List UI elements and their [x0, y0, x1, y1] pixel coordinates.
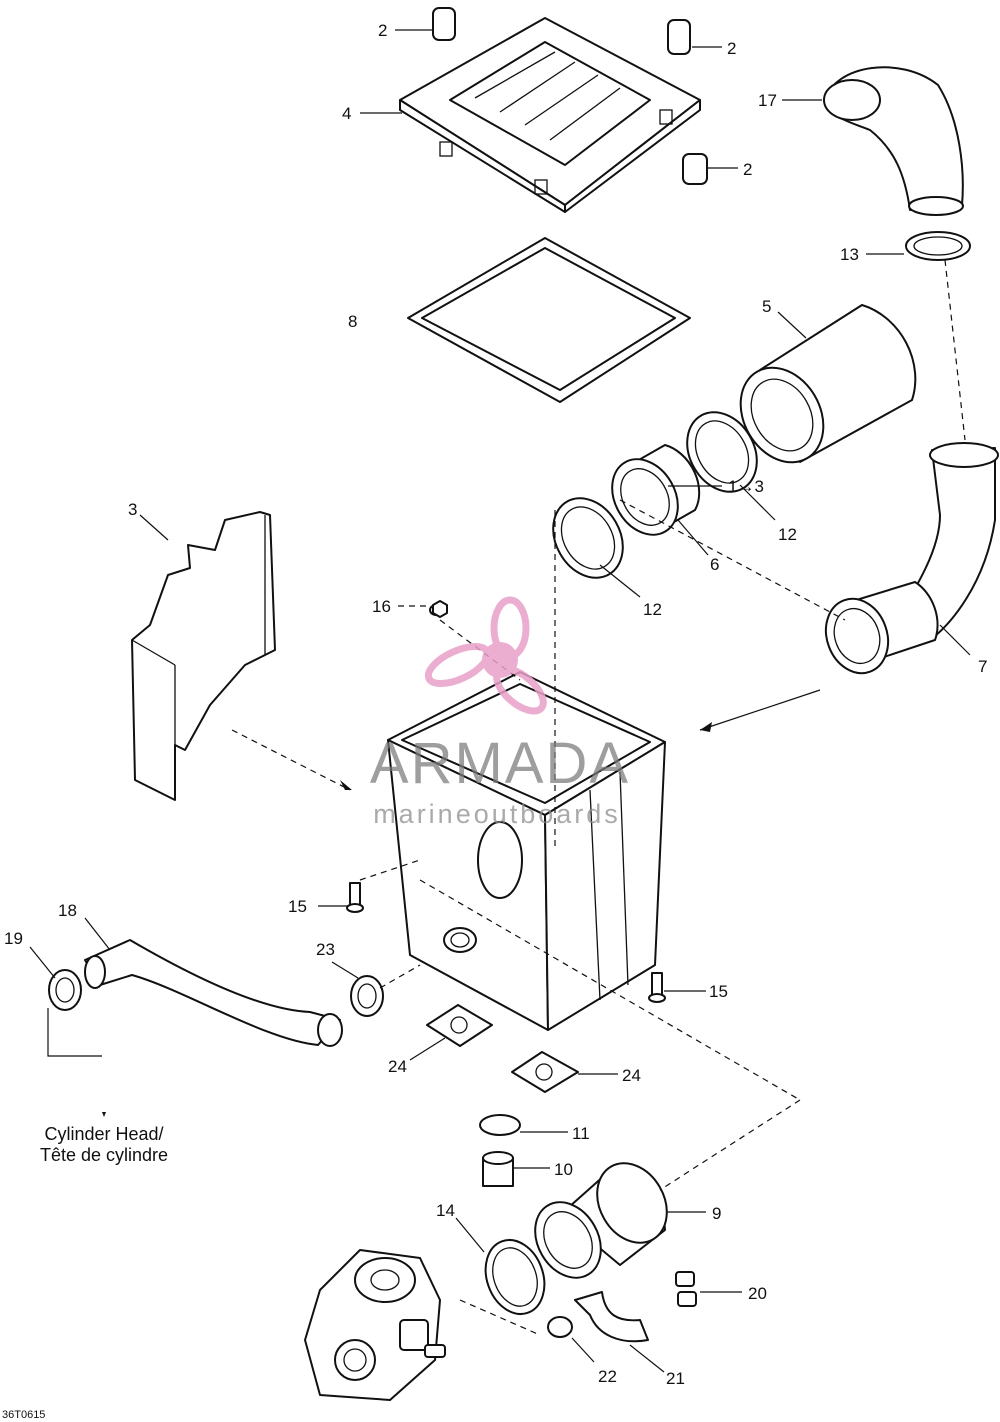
cylinder-head-caption: Cylinder Head/ Tête de cylindre: [40, 1112, 168, 1165]
part-carburetor: [304, 1249, 446, 1401]
part-filter-adaptor: [611, 444, 701, 536]
part-fitting: [675, 1271, 697, 1307]
ref-label-5: 5: [762, 297, 771, 316]
ref-label-11: 11: [572, 1124, 590, 1143]
ref-label-10: 10: [554, 1160, 573, 1179]
leader-lines: [29, 29, 971, 1373]
ref-label-20: 20: [748, 1284, 767, 1303]
propeller-logo-icon: [424, 596, 547, 715]
part-nut: [432, 600, 448, 618]
part-hose-clamp: [350, 975, 384, 1017]
caption-line-2: Tête de cylindre: [40, 1145, 168, 1165]
part-pad: [426, 1004, 579, 1093]
ref-label-2: 2: [727, 39, 736, 58]
part-air-box-base: [387, 604, 666, 1031]
part-gasket: [407, 237, 691, 403]
ref-label-7: 7: [978, 657, 987, 676]
part-retaining-ring: [479, 1114, 521, 1136]
ref-label-15: 15: [709, 982, 728, 1001]
ref-label-2: 2: [743, 160, 752, 179]
ref-label-22: 22: [598, 1367, 617, 1386]
ref-label-8: 8: [348, 312, 357, 331]
ref-label-17: 17: [758, 91, 777, 110]
part-clamp: [905, 231, 971, 261]
watermark-brand: ARMADA: [370, 731, 630, 796]
ref-label-21: 21: [666, 1369, 685, 1388]
ref-label-19: 19: [4, 929, 23, 948]
part-air-box-cover: [399, 17, 701, 213]
part-hose: [84, 939, 343, 1047]
ref-label-9: 9: [712, 1204, 721, 1223]
ref-label-2: 2: [378, 21, 387, 40]
reference-labels: 2 2 2 4 17 13 8 5 12 6 12 7 3 16 1→3 15 …: [4, 21, 987, 1388]
ref-label-12: 12: [643, 600, 662, 619]
part-carburetor-adaptor: [534, 1162, 668, 1279]
drawing-code: 36T0615: [2, 1409, 45, 1421]
ref-label-24: 24: [622, 1066, 641, 1085]
ref-label-15: 15: [288, 897, 307, 916]
part-sleeve: [482, 1151, 514, 1187]
part-hose-clamp: [547, 1316, 573, 1338]
part-intake-duct: [824, 442, 999, 675]
part-clamp: [484, 1239, 546, 1315]
ref-label-4: 4: [342, 104, 351, 123]
part-vent-hose: [574, 1291, 649, 1343]
part-hose-clamp: [48, 969, 82, 1011]
part-heat-shield: [131, 511, 276, 801]
ref-label-18: 18: [58, 901, 77, 920]
ref-label-12: 12: [778, 525, 797, 544]
ref-label-23: 23: [316, 940, 335, 959]
part-cover-clip: [432, 7, 708, 185]
part-clamp: [552, 497, 624, 579]
ref-label-13: 13: [840, 245, 859, 264]
watermark-logo: ARMADA marineoutboards: [370, 596, 630, 829]
ref-label-3: 3: [128, 500, 137, 519]
watermark-tagline: marineoutboards: [373, 799, 621, 829]
ref-label-14: 14: [436, 1201, 455, 1220]
ref-label-6: 6: [710, 555, 719, 574]
part-air-filter: [739, 304, 917, 464]
caption-line-1: Cylinder Head/: [44, 1124, 163, 1144]
ref-label-24: 24: [388, 1057, 407, 1076]
ref-label-1-3: 1→3: [728, 477, 764, 496]
part-screw: [346, 882, 666, 1003]
part-intake-elbow: [823, 66, 964, 216]
ref-label-16: 16: [372, 597, 391, 616]
